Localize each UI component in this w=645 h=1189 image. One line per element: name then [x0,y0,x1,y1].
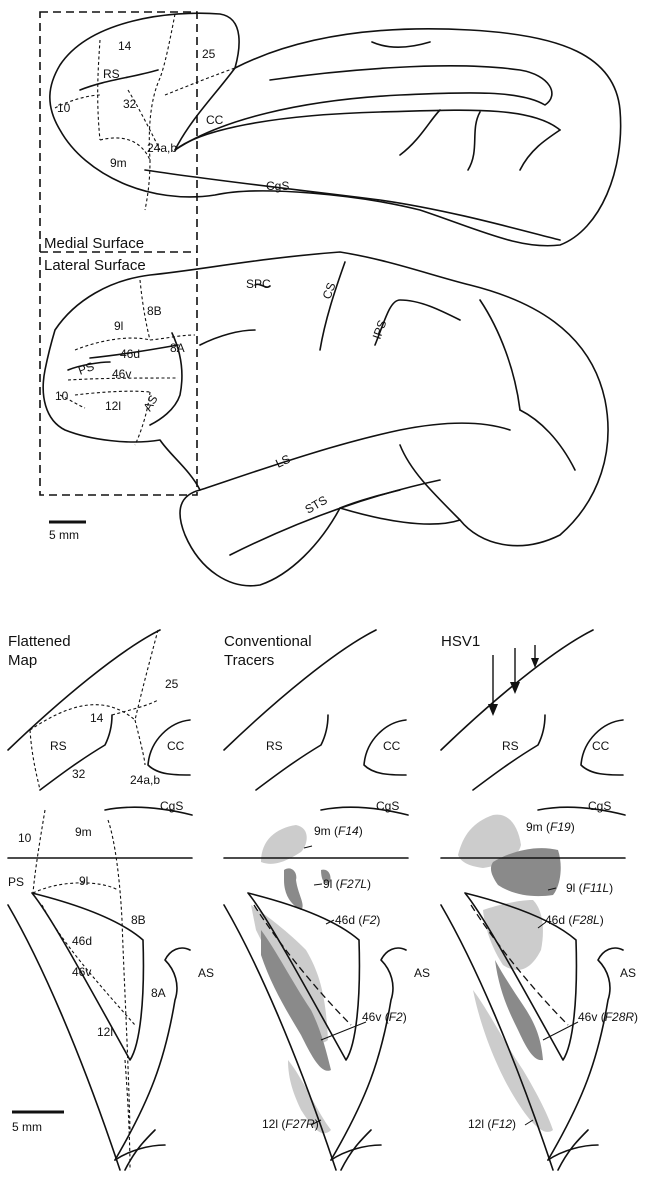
p2-label-CC: CC [383,739,401,753]
panel1-title-line1: Flattened [8,633,71,650]
p3-injection-9l-label: 9l (F11L) [566,881,613,895]
panel3-title-line1: HSV1 [441,633,480,650]
label-lat-PS: PS [76,359,96,378]
p2-label-CgS: CgS [376,799,399,813]
p1-label-8A: 8A [151,986,166,1000]
p1-label-12l: 12l [97,1025,113,1039]
label-lat-LS: LS [273,452,292,471]
p3-injection-46v-label: 46v (F28R) [578,1010,638,1024]
svg-text:9l (F27L): 9l (F27L) [323,877,371,891]
label-medial-14: 14 [118,39,132,53]
p3-label-RS: RS [502,739,519,753]
label-medial-CC: CC [206,113,224,127]
p1-label-9m: 9m [75,825,92,839]
p1-label-10: 10 [18,831,32,845]
p2-injection-9l-label: 9l (F27L) [323,877,371,891]
p1-label-14: 14 [90,711,104,725]
region-outline-box [40,12,197,495]
label-lat-SPC: SPC [246,277,271,291]
p1-label-PS: PS [8,875,24,889]
lateral-surface-drawing [43,252,608,586]
p1-label-46v: 46v [72,965,91,979]
label-lat-12l: 12l [105,399,121,413]
lateral-surface-label: Lateral Surface [44,257,146,274]
label-lat-AS: AS [140,393,160,414]
p3-label-AS: AS [620,966,636,980]
svg-text:12l (F12): 12l (F12) [468,1117,516,1131]
p1-label-CgS: CgS [160,799,183,813]
svg-text:12l (F27R): 12l (F27R) [262,1117,319,1131]
medial-surface-drawing [50,13,621,246]
p2-injection-12l-label: 12l (F27R) [262,1117,319,1131]
label-medial-25: 25 [202,47,216,61]
label-medial-10: 10 [57,101,71,115]
label-lat-CS: CS [320,281,339,301]
p3-injection-46d-label: 46d (F28L) [545,913,604,927]
svg-text:9l (F11L): 9l (F11L) [566,881,613,895]
p2-injection-9m-label: 9m (F14) [314,824,363,838]
scale-bar-top-label: 5 mm [49,528,79,542]
svg-text:46v (F28R): 46v (F28R) [578,1010,638,1024]
p1-label-46d: 46d [72,934,92,948]
label-medial-9m: 9m [110,156,127,170]
label-lat-IPS: IPS [370,318,390,341]
p1-label-24ab: 24a,b [130,773,160,787]
label-medial-24ab: 24a,b [147,141,177,155]
p1-label-RS: RS [50,739,67,753]
svg-text:46d (F28L): 46d (F28L) [545,913,604,927]
panel2-title-line2: Tracers [224,652,274,669]
scale-bar-bottom-label: 5 mm [12,1120,42,1134]
p2-label-RS: RS [266,739,283,753]
p1-label-25: 25 [165,677,179,691]
label-lat-10: 10 [55,389,69,403]
svg-text:9m (F19): 9m (F19) [526,820,575,834]
p3-injection-9m-label: 9m (F19) [526,820,575,834]
p1-label-32: 32 [72,767,86,781]
injection-46d-light [251,905,328,1043]
medial-surface-label: Medial Surface [44,235,144,252]
label-medial-RS: RS [103,67,120,81]
p2-injection-46v-label: 46v (F2) [362,1010,407,1024]
panel-conventional-tracers: Conventional Tracers [224,630,408,1170]
svg-text:46v (F2): 46v (F2) [362,1010,407,1024]
svg-text:9m (F14): 9m (F14) [314,824,363,838]
p1-label-AS: AS [198,966,214,980]
label-lat-8B: 8B [147,304,162,318]
p3-injection-12l-label: 12l (F12) [468,1117,516,1131]
panel-hsv1: HSV1 [441,630,625,1170]
label-medial-CgS: CgS [266,179,289,193]
label-lat-9l: 9l [114,319,123,333]
p1-label-CC: CC [167,739,185,753]
panel1-title-line2: Map [8,652,37,669]
p3-label-CgS: CgS [588,799,611,813]
p2-injection-46d-label: 46d (F2) [335,913,380,927]
label-medial-32: 32 [123,97,137,111]
label-lat-46d: 46d [120,347,140,361]
p1-label-8B: 8B [131,913,146,927]
p1-label-9l: 9l [79,874,88,888]
panel2-title-line1: Conventional [224,633,312,650]
p2-label-AS: AS [414,966,430,980]
label-lat-46v: 46v [112,367,131,381]
label-lat-8A: 8A [170,341,185,355]
p3-label-CC: CC [592,739,610,753]
svg-text:46d (F2): 46d (F2) [335,913,380,927]
